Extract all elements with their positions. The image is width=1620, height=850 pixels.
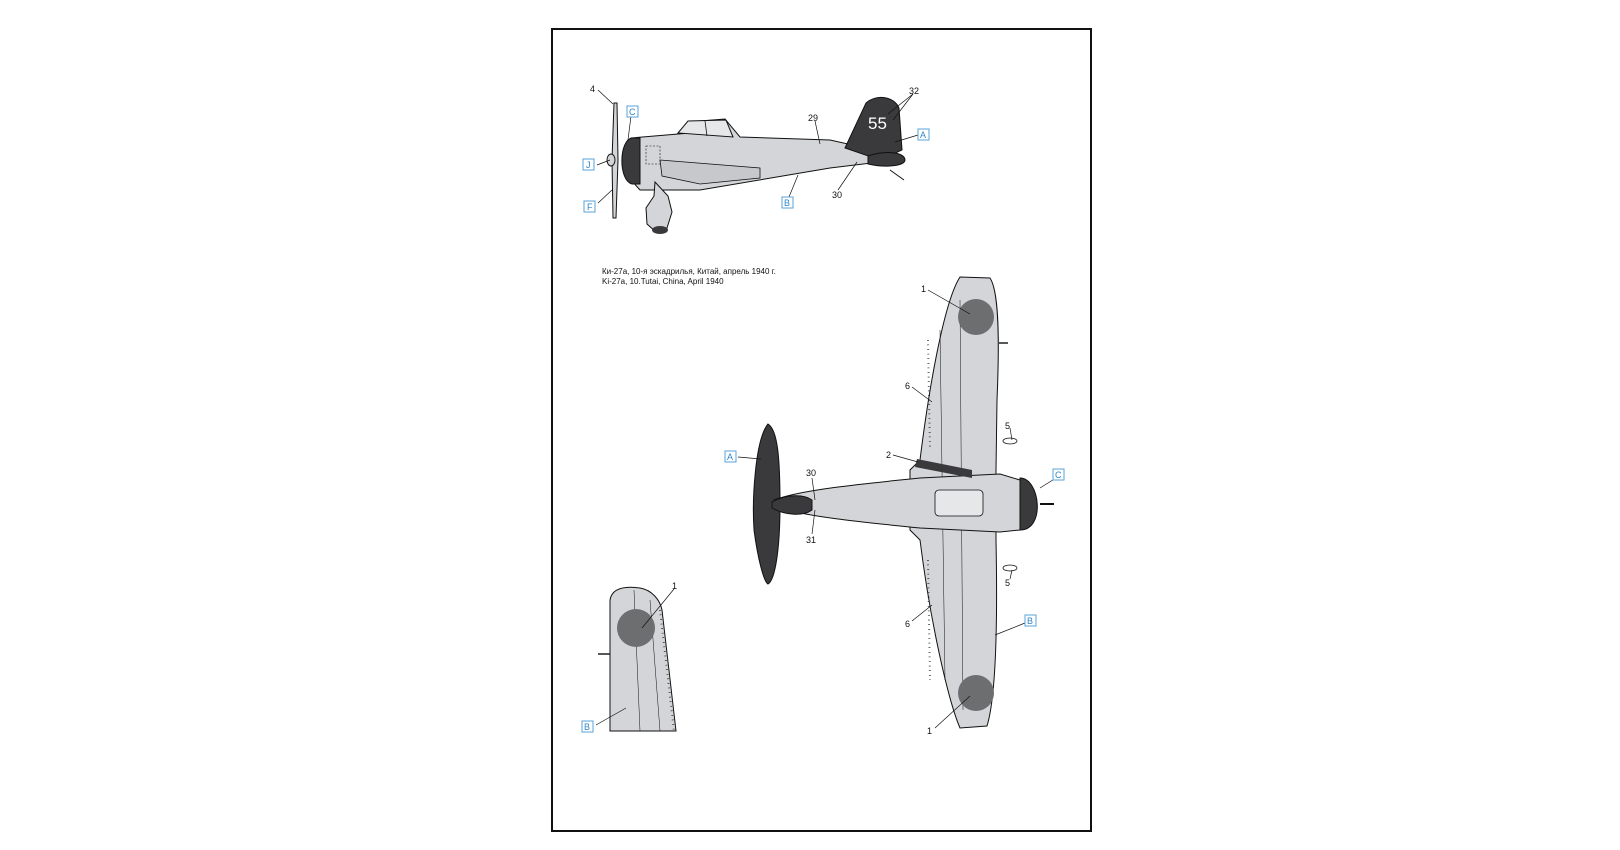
callout-6-bottom: 6	[905, 619, 910, 629]
hinomaru-bottom	[958, 675, 994, 711]
walkway-band	[915, 459, 972, 478]
callout-c-plan: C	[1055, 470, 1062, 480]
caption-russian: Ки-27а, 10-я эскадрилья, Китай, апрель 1…	[602, 267, 776, 276]
callout-30-plan: 30	[806, 468, 816, 478]
caption-english: Ki-27a, 10.Tutai, China, April 1940	[602, 277, 724, 286]
callout-1-top: 1	[921, 284, 926, 294]
callout-b-detail: B	[584, 722, 590, 732]
callout-1-detail: 1	[672, 581, 677, 591]
callout-29: 29	[808, 113, 818, 123]
callout-5-top: 5	[1005, 421, 1010, 431]
callout-b-side: B	[784, 198, 790, 208]
tail-fin-plan	[752, 423, 781, 585]
figure-caption: Ки-27а, 10-я эскадрилья, Китай, апрель 1…	[602, 267, 776, 287]
callout-f-side: F	[587, 202, 593, 212]
spinner	[606, 153, 616, 167]
hinomaru-top	[958, 299, 994, 335]
hinomaru-detail	[617, 609, 655, 647]
side-view: 55 4 29 32 30 C J F B A	[582, 84, 930, 234]
callout-a-plan: A	[727, 452, 733, 462]
callout-30: 30	[832, 190, 842, 200]
engine-cowling	[621, 137, 641, 185]
callout-1-bottom: 1	[927, 726, 932, 736]
tail-fin	[844, 96, 903, 161]
engine-cowling-plan	[1019, 477, 1038, 531]
callout-2: 2	[886, 450, 891, 460]
callout-5-bottom: 5	[1005, 578, 1010, 588]
callout-b-plan: B	[1027, 616, 1033, 626]
callout-j-side: J	[586, 160, 591, 170]
wing-detail-panel	[609, 586, 677, 732]
callout-4: 4	[590, 84, 595, 94]
canopy	[676, 119, 734, 138]
callout-6-top: 6	[905, 381, 910, 391]
callout-31: 31	[806, 535, 816, 545]
side-wing	[659, 159, 761, 185]
tail-number: 55	[868, 114, 887, 133]
tailplane	[867, 152, 906, 167]
callout-a-side: A	[920, 130, 926, 140]
callout-32: 32	[909, 86, 919, 96]
plan-view: 1 6 5 2 30 31 5 6 1 A C B	[724, 276, 1065, 736]
cockpit-plan	[934, 489, 984, 517]
wing-detail-view: 1 B	[581, 581, 677, 733]
side-fuselage	[630, 118, 881, 191]
callout-c-side: C	[629, 107, 636, 117]
